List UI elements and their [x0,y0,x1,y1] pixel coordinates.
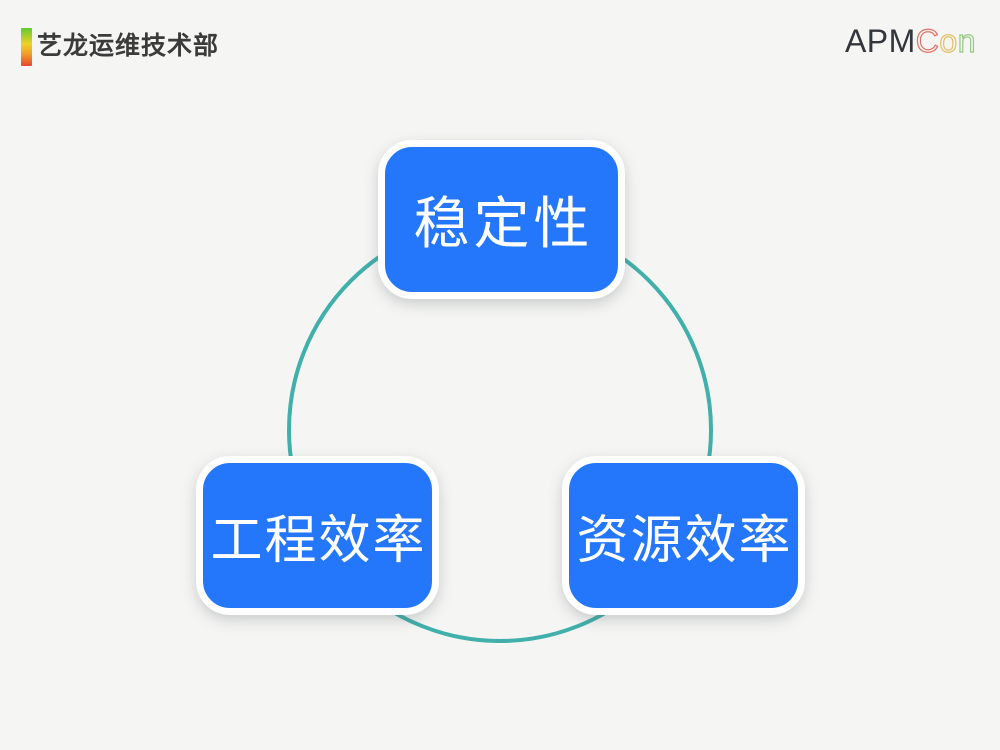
department-title: 艺龙运维技术部 [37,32,220,60]
apmcon-logo-solid-text: APM [844,23,916,59]
diagram-node-engineering-efficiency: 工程效率 [196,456,439,615]
diagram-node-label: 稳定性 [413,192,594,257]
apmcon-logo-letter-o: o [939,23,958,59]
diagram-node-stability: 稳定性 [378,140,625,299]
apmcon-logo-letter-n: n [957,23,976,59]
diagram-node-resource-efficiency: 资源效率 [562,456,805,615]
apmcon-logo-letter-c: C [915,23,940,59]
apmcon-logo: APMCon [844,23,976,59]
diagram-node-label: 资源效率 [576,511,793,571]
diagram-node-label: 工程效率 [210,511,427,571]
gradient-accent-bar-icon [21,28,32,66]
